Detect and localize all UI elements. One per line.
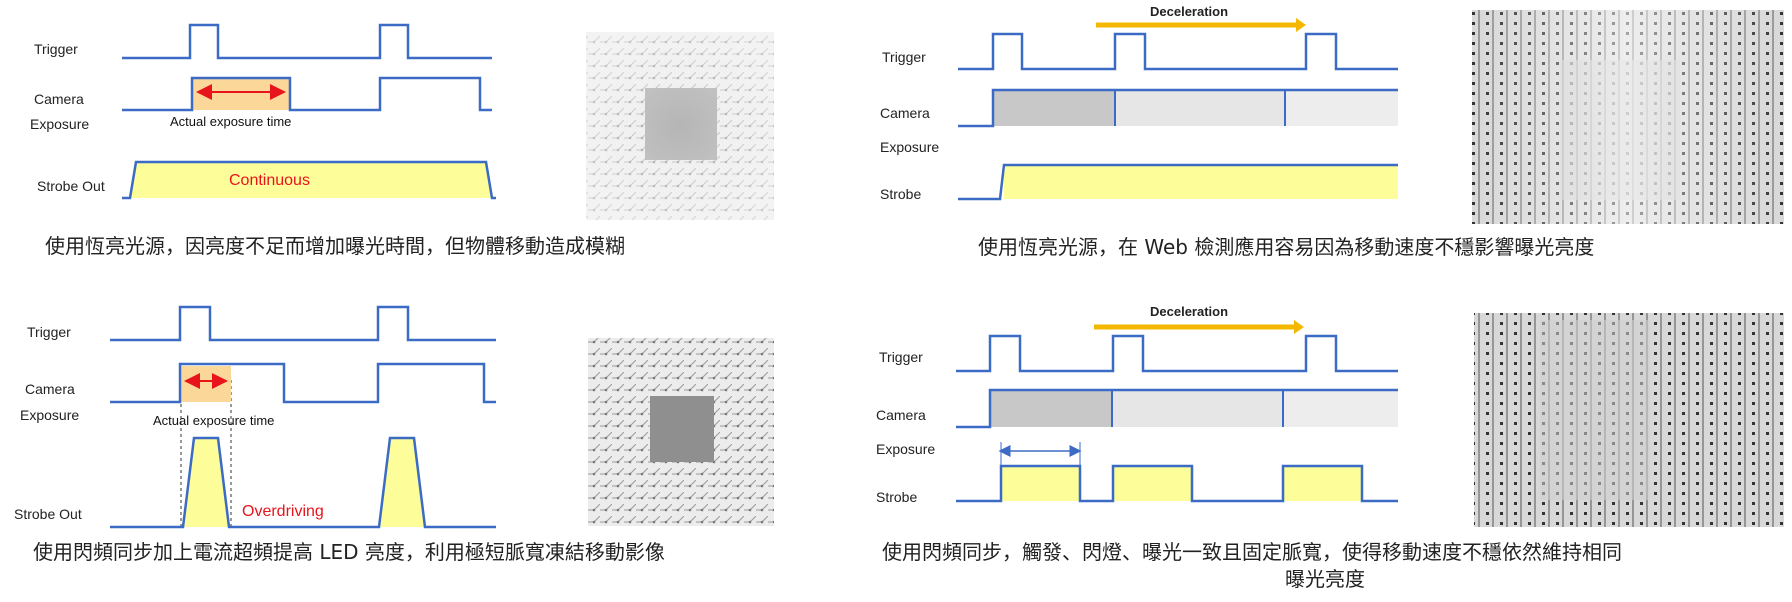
- exposure-label: Exposure: [20, 407, 79, 423]
- strobe-waveform: [956, 464, 1398, 503]
- trigger-waveform: [110, 305, 496, 342]
- strobe-pulse-2: [1113, 466, 1192, 501]
- caption-bottom-right-line2: 曝光亮度: [1285, 567, 1365, 591]
- camera-label: Camera: [34, 91, 84, 107]
- sharp-chip-image: [588, 338, 774, 526]
- strobe-waveform: [122, 160, 496, 200]
- strobe-mode-label: Overdriving: [242, 503, 324, 520]
- exposure-note: Actual exposure time: [170, 114, 291, 129]
- strobe-label: Strobe: [880, 186, 921, 202]
- strobe-pulse: [1004, 165, 1398, 199]
- panel-bottom-left: Trigger Camera Exposure Strobe Out Actua…: [14, 305, 774, 564]
- trigger-label: Trigger: [882, 49, 926, 65]
- exposure-note: Actual exposure time: [153, 413, 274, 428]
- exposure-block-3: [1285, 90, 1398, 126]
- trigger-waveform: [958, 32, 1398, 71]
- exposure-block-3: [1283, 390, 1398, 427]
- exposure-label: Exposure: [876, 441, 935, 457]
- camera-label: Camera: [876, 407, 926, 423]
- web-inspection-even-image: [1474, 313, 1784, 527]
- strobe-waveform: [958, 163, 1398, 201]
- strobe-label: Strobe Out: [37, 178, 105, 194]
- strobe-label: Strobe: [876, 489, 917, 505]
- strobe-pulse-3: [1283, 466, 1362, 501]
- camera-label: Camera: [25, 381, 75, 397]
- strobe-pulse-1: [183, 438, 229, 527]
- web-inspection-uneven-image: [1472, 10, 1784, 224]
- camera-exposure-waveform: [956, 388, 1398, 429]
- exposure-block-2: [1112, 390, 1283, 427]
- deceleration-arrow-head: [1294, 320, 1304, 334]
- strobe-pulse-1: [1001, 466, 1080, 501]
- exposure-window: [181, 366, 231, 402]
- trigger-label: Trigger: [879, 349, 923, 365]
- exposure-window: [192, 78, 290, 110]
- trigger-label: Trigger: [34, 41, 78, 57]
- caption-bottom-right-line1: 使用閃頻同步，觸發、閃燈、曝光一致且固定脈寬，使得移動速度不穩依然維持相同: [882, 540, 1622, 564]
- strobe-waveform: [110, 436, 496, 529]
- deceleration-arrow-head: [1296, 18, 1306, 32]
- camera-exposure-waveform: [122, 76, 492, 112]
- trigger-label: Trigger: [27, 324, 71, 340]
- camera-label: Camera: [880, 105, 930, 121]
- exposure-label: Exposure: [880, 139, 939, 155]
- trigger-waveform: [956, 334, 1398, 373]
- caption-top-left: 使用恆亮光源，因亮度不足而增加曝光時間，但物體移動造成模糊: [45, 234, 625, 258]
- camera-exposure-waveform: [110, 362, 496, 404]
- panel-bottom-right: Deceleration Trigger Camera Exposure Str…: [876, 304, 1784, 591]
- deceleration-label: Deceleration: [1150, 4, 1228, 19]
- strobe-pulse: [130, 162, 492, 198]
- panel-top-left: Trigger Camera Exposure Strobe Out Actua…: [30, 23, 774, 258]
- blurred-chip-image: [586, 32, 774, 220]
- strobe-pulse-2: [379, 438, 425, 527]
- camera-exposure-waveform: [958, 88, 1398, 128]
- exposure-block-1: [991, 390, 1112, 427]
- strobe-label: Strobe Out: [14, 506, 82, 522]
- exposure-label: Exposure: [30, 116, 89, 132]
- trigger-waveform: [122, 23, 492, 60]
- exposure-block-2: [1115, 90, 1285, 126]
- caption-bottom-left: 使用閃頻同步加上電流超頻提高 LED 亮度，利用極短脈寬凍結移動影像: [33, 540, 665, 564]
- strobe-mode-label: Continuous: [229, 172, 310, 189]
- panel-top-right: Deceleration Trigger Camera Exposure Str…: [880, 4, 1784, 259]
- deceleration-label: Deceleration: [1150, 304, 1228, 319]
- exposure-block-1: [994, 90, 1115, 126]
- caption-top-right: 使用恆亮光源，在 Web 檢測應用容易因為移動速度不穩影響曝光亮度: [978, 235, 1594, 259]
